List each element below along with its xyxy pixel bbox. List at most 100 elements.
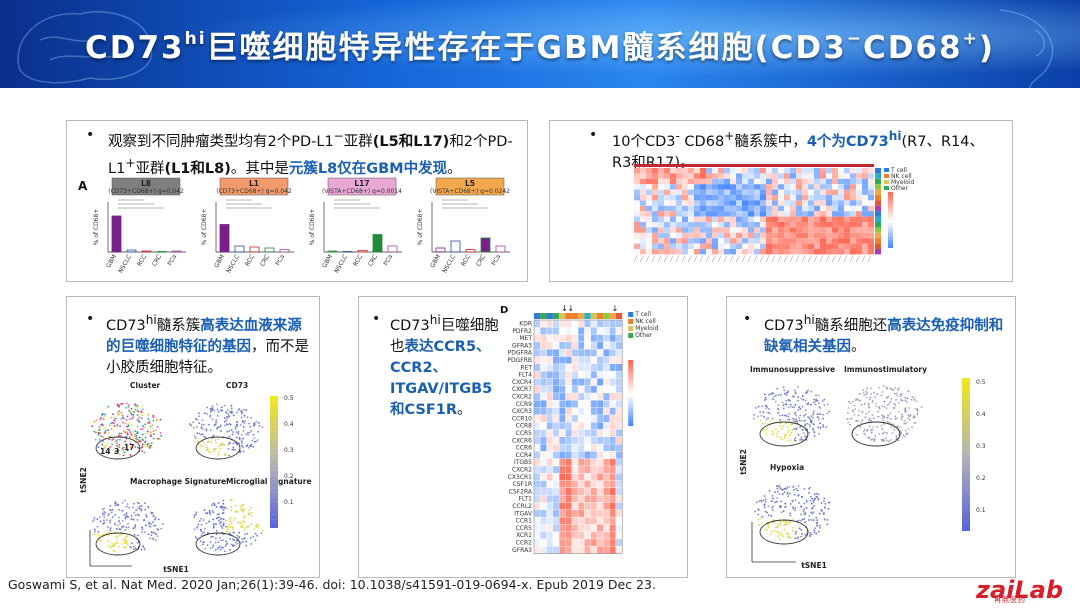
colorbar-step [270, 475, 278, 480]
tsne-point [248, 509, 250, 512]
tsne-point [150, 531, 153, 534]
tsne-point [819, 407, 822, 410]
heatmap-cell [820, 216, 826, 222]
tsne-point [776, 387, 779, 390]
tsne-point [222, 523, 225, 526]
tsne-point [103, 513, 106, 516]
heatmap-cell [760, 211, 766, 217]
heatmap-cell [844, 168, 850, 174]
heatmap-cell [584, 363, 591, 372]
tsne-point [243, 536, 246, 539]
heatmap-cell [609, 407, 617, 416]
tsne-point [792, 526, 794, 529]
legend-swatch [884, 180, 889, 184]
tsne-point [219, 447, 222, 450]
tsne-point [235, 421, 238, 423]
tsne-point [215, 421, 217, 424]
heatmap-cell [664, 189, 670, 195]
heatmap-cell [850, 249, 856, 255]
heatmap-cell [826, 227, 832, 233]
tsne-point [195, 536, 197, 538]
tsne-point [805, 532, 808, 535]
heatmap-cell [634, 243, 640, 249]
heatmap-cell [850, 184, 856, 190]
tsne-point [819, 527, 821, 529]
tsne-point [786, 493, 789, 495]
tsne-point [868, 403, 870, 406]
heatmap-cell [546, 538, 554, 547]
heatmap-cell [754, 195, 760, 201]
heatmap-cell [540, 443, 547, 452]
heatmap-cell [634, 173, 640, 179]
heatmap-cell [646, 238, 652, 244]
heatmap-cell [862, 211, 868, 217]
tsne-point [125, 540, 128, 543]
bar [372, 234, 383, 253]
tsne-point [781, 414, 784, 417]
citation: Goswami S, et al. Nat Med. 2020 Jan;26(1… [8, 577, 656, 592]
tsne-point [787, 412, 790, 415]
tsne-point [124, 499, 127, 502]
heatmap-cell [784, 205, 790, 212]
tsne-point [767, 526, 770, 528]
tsne-point [802, 510, 805, 513]
tsne-point [815, 522, 818, 525]
heatmap-cell [862, 222, 868, 228]
tsne-point [132, 548, 135, 551]
tsne-point [241, 540, 244, 543]
text-run: 和2个PD-L1 [108, 133, 513, 177]
tsne-point [801, 518, 804, 521]
tsne-point [905, 433, 908, 436]
heatmap-cell [718, 232, 724, 239]
heatmap-cell [565, 349, 572, 357]
heatmap-cell [652, 232, 658, 239]
tsne-point [102, 435, 105, 438]
tsne-point [777, 404, 780, 406]
heatmap-cell [552, 473, 560, 481]
heatmap-cell [748, 227, 754, 233]
tsne-point [793, 395, 795, 398]
heatmap-cell [640, 227, 646, 233]
tsne-point [223, 420, 226, 423]
heatmap-cell [596, 516, 604, 525]
tsne-point [124, 529, 127, 531]
heatmap-cell [784, 195, 790, 201]
heatmap-cell [772, 222, 778, 228]
heatmap-cell [584, 319, 591, 328]
heatmap-cell [577, 531, 585, 540]
tsne-point [861, 419, 864, 422]
heatmap-cell [559, 319, 566, 328]
heatmap-cell [646, 173, 652, 179]
heatmap-cell [559, 465, 566, 474]
heatmap-cell [688, 211, 694, 217]
tsne-point [245, 526, 248, 529]
heatmap-cell [796, 249, 802, 255]
heatmap-cell [552, 334, 560, 343]
heatmap-cell [596, 473, 604, 481]
colorbar-step [888, 192, 893, 195]
heatmap-cell [736, 173, 742, 179]
tsne-point [222, 509, 225, 511]
tsne-point [217, 410, 220, 413]
heatmap-cell [724, 211, 730, 217]
tsne-point [236, 443, 238, 446]
tsne-point [227, 526, 230, 529]
heatmap-cell [559, 546, 566, 554]
heatmap-cell [552, 385, 560, 394]
heatmap-cell [784, 227, 790, 233]
tsne-point [905, 401, 908, 403]
heatmap-cell [700, 227, 706, 233]
tsne-point [808, 519, 810, 521]
heatmap-cell [565, 334, 572, 343]
heatmap-cell [634, 227, 640, 233]
heatmap-cell [565, 341, 572, 350]
colorbar-step [888, 239, 893, 243]
tsne-point [118, 516, 120, 519]
tsne-point [101, 513, 104, 515]
tsne-point [217, 451, 220, 454]
heatmap-cell [533, 349, 541, 357]
tsne-point [788, 418, 791, 421]
tsne-point [121, 525, 124, 528]
tsne-point [904, 411, 907, 414]
